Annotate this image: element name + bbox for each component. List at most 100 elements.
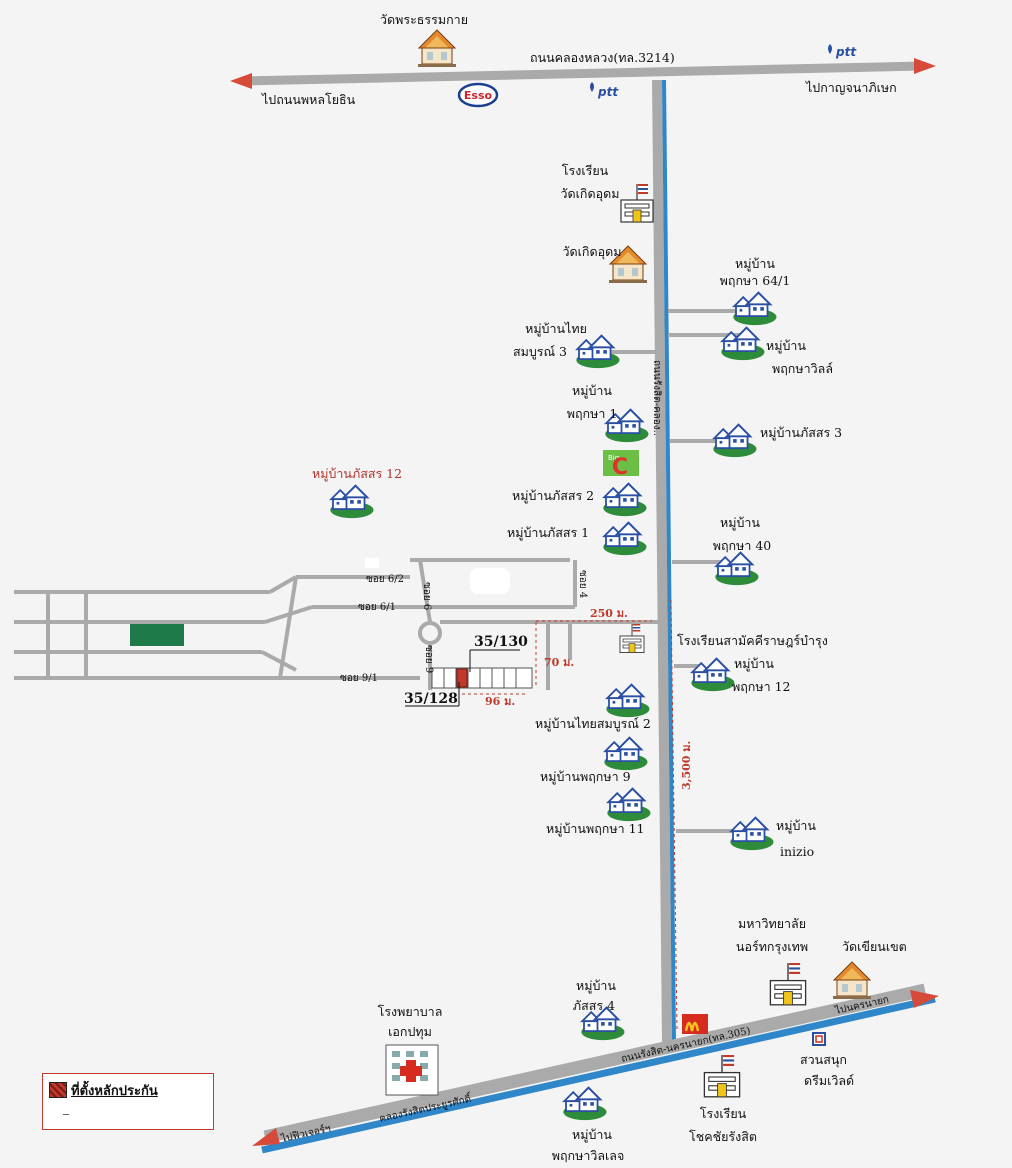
village-prueksa-40-line1: หมู่บ้าน (720, 515, 760, 531)
esso-logo: Esso (457, 82, 499, 108)
village-thai-3-line2: สมบูรณ์ 3 (513, 344, 567, 360)
village-prueksa-641-line2: พฤกษา 64/1 (720, 273, 791, 288)
village-passorn-4-line2: ภัสสร 4 (573, 998, 615, 1013)
village-inizio-line2: inizio (780, 844, 814, 859)
village-passorn-1-icon (602, 521, 648, 556)
distance-70: 70 ม. (544, 656, 574, 669)
village-prueksa-11-icon (606, 787, 652, 822)
plot-a-label: 35/130 (474, 634, 528, 650)
legend-box: ที่ตั้งหลักประกัน (42, 1073, 214, 1130)
white-patch-1 (365, 558, 379, 568)
temple2-label: วัดเกิดอุดม (563, 244, 622, 260)
village-prueksa-641-icon (732, 291, 778, 326)
big-c-text: C (612, 455, 628, 480)
temple3-label: วัดเขียนเขต (842, 939, 907, 954)
collateral-swatch (49, 1082, 67, 1098)
village-prueksaville-line2: พฤกษาวิลล์ (772, 361, 833, 376)
village-prueksa-12-line1: หมู่บ้าน (734, 656, 774, 672)
village-passorn-2-icon (602, 482, 648, 517)
top-road (230, 58, 936, 89)
plot-b-label: 35/128 (404, 691, 458, 707)
school3-line2: โชคชัยรังสิต (689, 1129, 757, 1144)
temple-khian-khet-icon (832, 961, 872, 1000)
village-prueksa-40-line2: พฤกษา 40 (713, 538, 772, 553)
village-prueksa-village-icon (562, 1086, 608, 1121)
top-right-direction: ไปกาญจนาภิเษก (805, 80, 897, 95)
village-prueksa-12-line2: พฤกษา 12 (732, 679, 791, 694)
village-prueksa-village-line1: หมู่บ้าน (572, 1127, 612, 1143)
village-passorn-1-label: หมู่บ้านภัสสร 1 (507, 525, 589, 541)
ptt-logo-right: ptt (828, 44, 857, 59)
park-line1: สวนสนุก (800, 1052, 847, 1068)
soi-6-1-label: ซอย 6/1 (358, 602, 396, 613)
distance-3500: 3,500 ม. (680, 741, 693, 790)
vertical-road-label: ถนนรังสิต-คลอง.. (651, 360, 662, 436)
university-line1: มหาวิทยาลัย (738, 916, 806, 931)
park-icon (812, 1032, 826, 1046)
top-road-label: ถนนคลองหลวง(ทล.3214) (530, 50, 675, 65)
legend-collateral-label: ที่ตั้งหลักประกัน (71, 1084, 158, 1099)
village-passorn-3-label: หมู่บ้านภัสสร 3 (760, 425, 842, 441)
bottom-road (252, 983, 939, 1154)
village-passorn-12-label: หมู่บ้านภัสสร 12 (312, 466, 402, 482)
village-prueksaville-icon (720, 326, 766, 361)
university-line2: นอร์ทกรุงเทพ (736, 939, 808, 955)
village-passorn-3-icon (712, 423, 758, 458)
temple-top-icon (417, 29, 457, 68)
top-left-direction: ไปถนนพหลโยธิน (261, 92, 356, 107)
vertical-road (652, 79, 678, 1043)
school-chokchai-icon (703, 1054, 741, 1098)
village-passorn-2-label: หมู่บ้านภัสสร 2 (512, 488, 594, 504)
green-plot (130, 624, 184, 646)
village-prueksa-1-line2: พฤกษา 1 (567, 406, 618, 421)
soi-9-1-label: ซอย 9/1 (340, 673, 378, 684)
white-patch-2 (470, 568, 510, 594)
big-c-small-text: Big (608, 454, 619, 462)
distance-250: 250 ม. (590, 607, 628, 620)
village-passorn-4-line1: หมู่บ้าน (576, 978, 616, 994)
collateral-marker (456, 668, 468, 688)
soi-6-label: ซอย 6 (421, 582, 432, 610)
school3-line1: โรงเรียน (700, 1106, 747, 1121)
village-prueksa-40-icon (714, 551, 760, 586)
university-icon (769, 962, 807, 1006)
village-inizio-icon (729, 816, 775, 851)
village-prueksa-9-label: หมู่บ้านพฤกษา 9 (540, 769, 631, 785)
school-samakkee-icon (619, 623, 645, 654)
school1-line1: โรงเรียน (562, 163, 609, 178)
plot-row (431, 667, 533, 689)
hospital-line1: โรงพยาบาล (378, 1004, 443, 1019)
village-prueksaville-line1: หมู่บ้าน (766, 338, 806, 354)
school1-line2: วัดเกิดอุดม (561, 186, 620, 202)
village-prueksa-12-icon (690, 657, 736, 692)
school-kerd-udom-icon (620, 183, 654, 223)
village-prueksa-641-line1: หมู่บ้าน (735, 256, 775, 272)
soi-network (14, 558, 660, 690)
village-passorn-12-icon (329, 484, 375, 519)
village-thai-3-line1: หมู่บ้านไทย (525, 321, 587, 337)
roundabout (418, 621, 442, 645)
esso-text: Esso (464, 89, 493, 102)
distance-96: 96 ม. (485, 695, 515, 708)
village-thai-2-label: หมู่บ้านไทยสมบูรณ์ 2 (535, 716, 651, 732)
ptt-text-bottom: ptt (597, 85, 619, 99)
village-thai-2-icon (605, 683, 651, 718)
hospital-building (385, 1044, 439, 1096)
village-prueksa-11-label: หมู่บ้านพฤกษา 11 (546, 821, 645, 837)
temple-top-label: วัดพระธรรมกาย (380, 12, 468, 27)
hospital-line2: เอกปทุม (388, 1024, 432, 1040)
soi-6-2-label: ซอย 6/2 (366, 574, 404, 585)
village-prueksa-village-line2: พฤกษาวิลเลจ (552, 1148, 625, 1163)
ptt-text-right: ptt (835, 45, 857, 59)
village-prueksa-9-icon (603, 736, 649, 771)
village-prueksa-1-line1: หมู่บ้าน (572, 383, 612, 399)
village-inizio-line1: หมู่บ้าน (776, 818, 816, 834)
big-c-logo: Big C (603, 450, 639, 480)
soi-4-label: ซอย 4 (577, 570, 588, 598)
mcdonalds-logo (682, 1014, 708, 1034)
park-line2: ดรีมเวิลด์ (804, 1073, 854, 1088)
legend-dash (63, 1114, 69, 1115)
ptt-logo-bottom: ptt (590, 82, 619, 99)
distance-lines (462, 620, 652, 695)
